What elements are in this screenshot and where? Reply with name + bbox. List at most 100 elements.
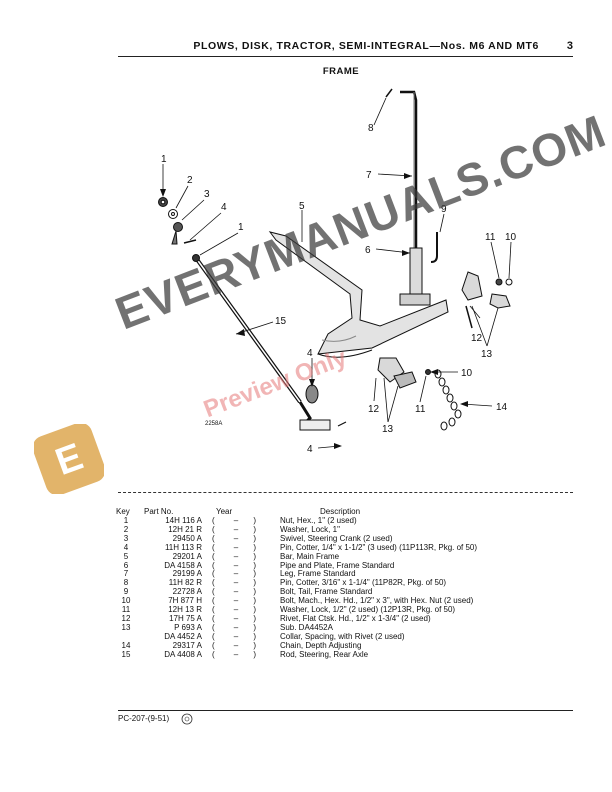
swivel-part [171,222,183,245]
year-close: ) [253,551,256,561]
year-value: – [233,596,239,606]
part-year: (–) [208,622,274,633]
year-close: ) [253,649,256,659]
parts-table-header: Key Part No. Year Description [116,506,477,517]
parts-divider [118,492,573,493]
part-key: 4 [123,542,129,552]
year-value: – [233,524,239,534]
year-open: ( [212,649,215,659]
part-year: ( –) [208,649,274,660]
year-open: ( [212,516,215,525]
year-value: – [233,542,239,552]
year-value: – [233,649,239,659]
year-open: ( [212,560,215,570]
part-key: 5 [123,551,129,561]
year-open: ( [212,524,215,534]
watermark-logo-icon: E [34,424,104,494]
part-number: 11H 82 R [168,578,202,588]
year-value: – [233,605,239,615]
bolt-nut-upper [495,278,513,286]
callout-11: 11 [485,232,496,243]
part-number: DA 4452 A [164,631,202,641]
callout-12: 12 [471,333,483,344]
part-key: 11 [121,605,131,615]
year-open: ( [212,596,215,606]
callout-11b: 11 [415,404,426,415]
part-number: 11H 113 R [164,542,202,552]
year-open: ( [212,551,215,561]
part-number: 12H 21 R [168,524,202,534]
year-open: ( [212,622,215,632]
year-close: ) [253,560,256,570]
header-description: Description [320,507,361,516]
part-year: (–) [208,613,274,624]
frame-diagram: 1 2 3 4 1 5 6 7 8 9 11 10 15 4 4 12 13 1… [158,88,517,455]
year-value: – [233,569,239,579]
callout-4b: 4 [307,348,313,359]
year-open: ( [212,587,215,597]
frame-standard-part [399,90,431,306]
part-description: Swivel, Steering Crank (2 used) [280,533,393,543]
part-description: Collar, Spacing, with Rivet (2 used) [280,631,405,641]
part-number: P 693 A [174,622,202,632]
year-value: – [233,560,239,570]
header-key: Key [116,507,130,516]
year-value: – [233,631,239,641]
arrowheads [160,173,468,449]
year-open: ( [212,605,215,615]
washer-part [168,209,178,219]
year-close: ) [253,605,256,615]
part-key: 6 [123,560,129,570]
year-close: ) [253,640,256,650]
part-key: 2 [123,524,129,534]
part-year: (–) [208,587,274,597]
callout-6: 6 [365,245,371,256]
page-number: 3 [566,40,573,52]
part-key: 14 [121,640,131,650]
printer-mark-icon [181,713,193,725]
part-number: 14H 116 A [165,516,202,525]
part-key: 13 [121,622,131,632]
part-year: (–) [208,578,274,588]
year-open: ( [212,569,215,579]
part-number: DA 4408 A [164,649,202,659]
part-description: Chain, Depth Adjusting [280,640,362,650]
part-description: Bolt, Tail, Frame Standard [280,587,373,597]
callout-1: 1 [161,154,167,165]
header-title: PLOWS, DISK, TRACTOR, SEMI-INTEGRAL—Nos.… [193,40,539,52]
part-number: 29201 A [172,551,202,561]
part-year: ( –) [208,570,274,579]
part-description: Sub. DA4452A [280,622,333,632]
swivel-lower-part [299,384,347,431]
year-open: ( [212,631,215,641]
callout-9: 9 [441,204,447,215]
callout-14: 14 [496,402,508,413]
tail-bolt-part [430,232,438,263]
part-description: Washer, Lock, 1" [280,524,340,534]
year-value: – [233,578,239,588]
header-year: Year [216,507,233,516]
year-value: – [233,551,239,561]
part-year: ( –) [208,605,274,615]
callout-2: 2 [187,175,193,186]
callout-13: 13 [481,349,493,360]
part-number: DA 4158 A [164,560,202,570]
part-description: Pipe and Plate, Frame Standard [280,560,395,570]
callout-10: 10 [505,232,517,243]
part-description: Rod, Steering, Rear Axle [280,649,369,659]
part-number: 17H 75 A [169,613,202,623]
year-value: – [233,613,239,623]
part-key: 12 [121,613,131,623]
year-close: ) [253,569,256,579]
part-year: (–) [208,516,274,526]
part-year: ( –) [208,560,274,571]
part-number: 29450 A [172,533,202,543]
